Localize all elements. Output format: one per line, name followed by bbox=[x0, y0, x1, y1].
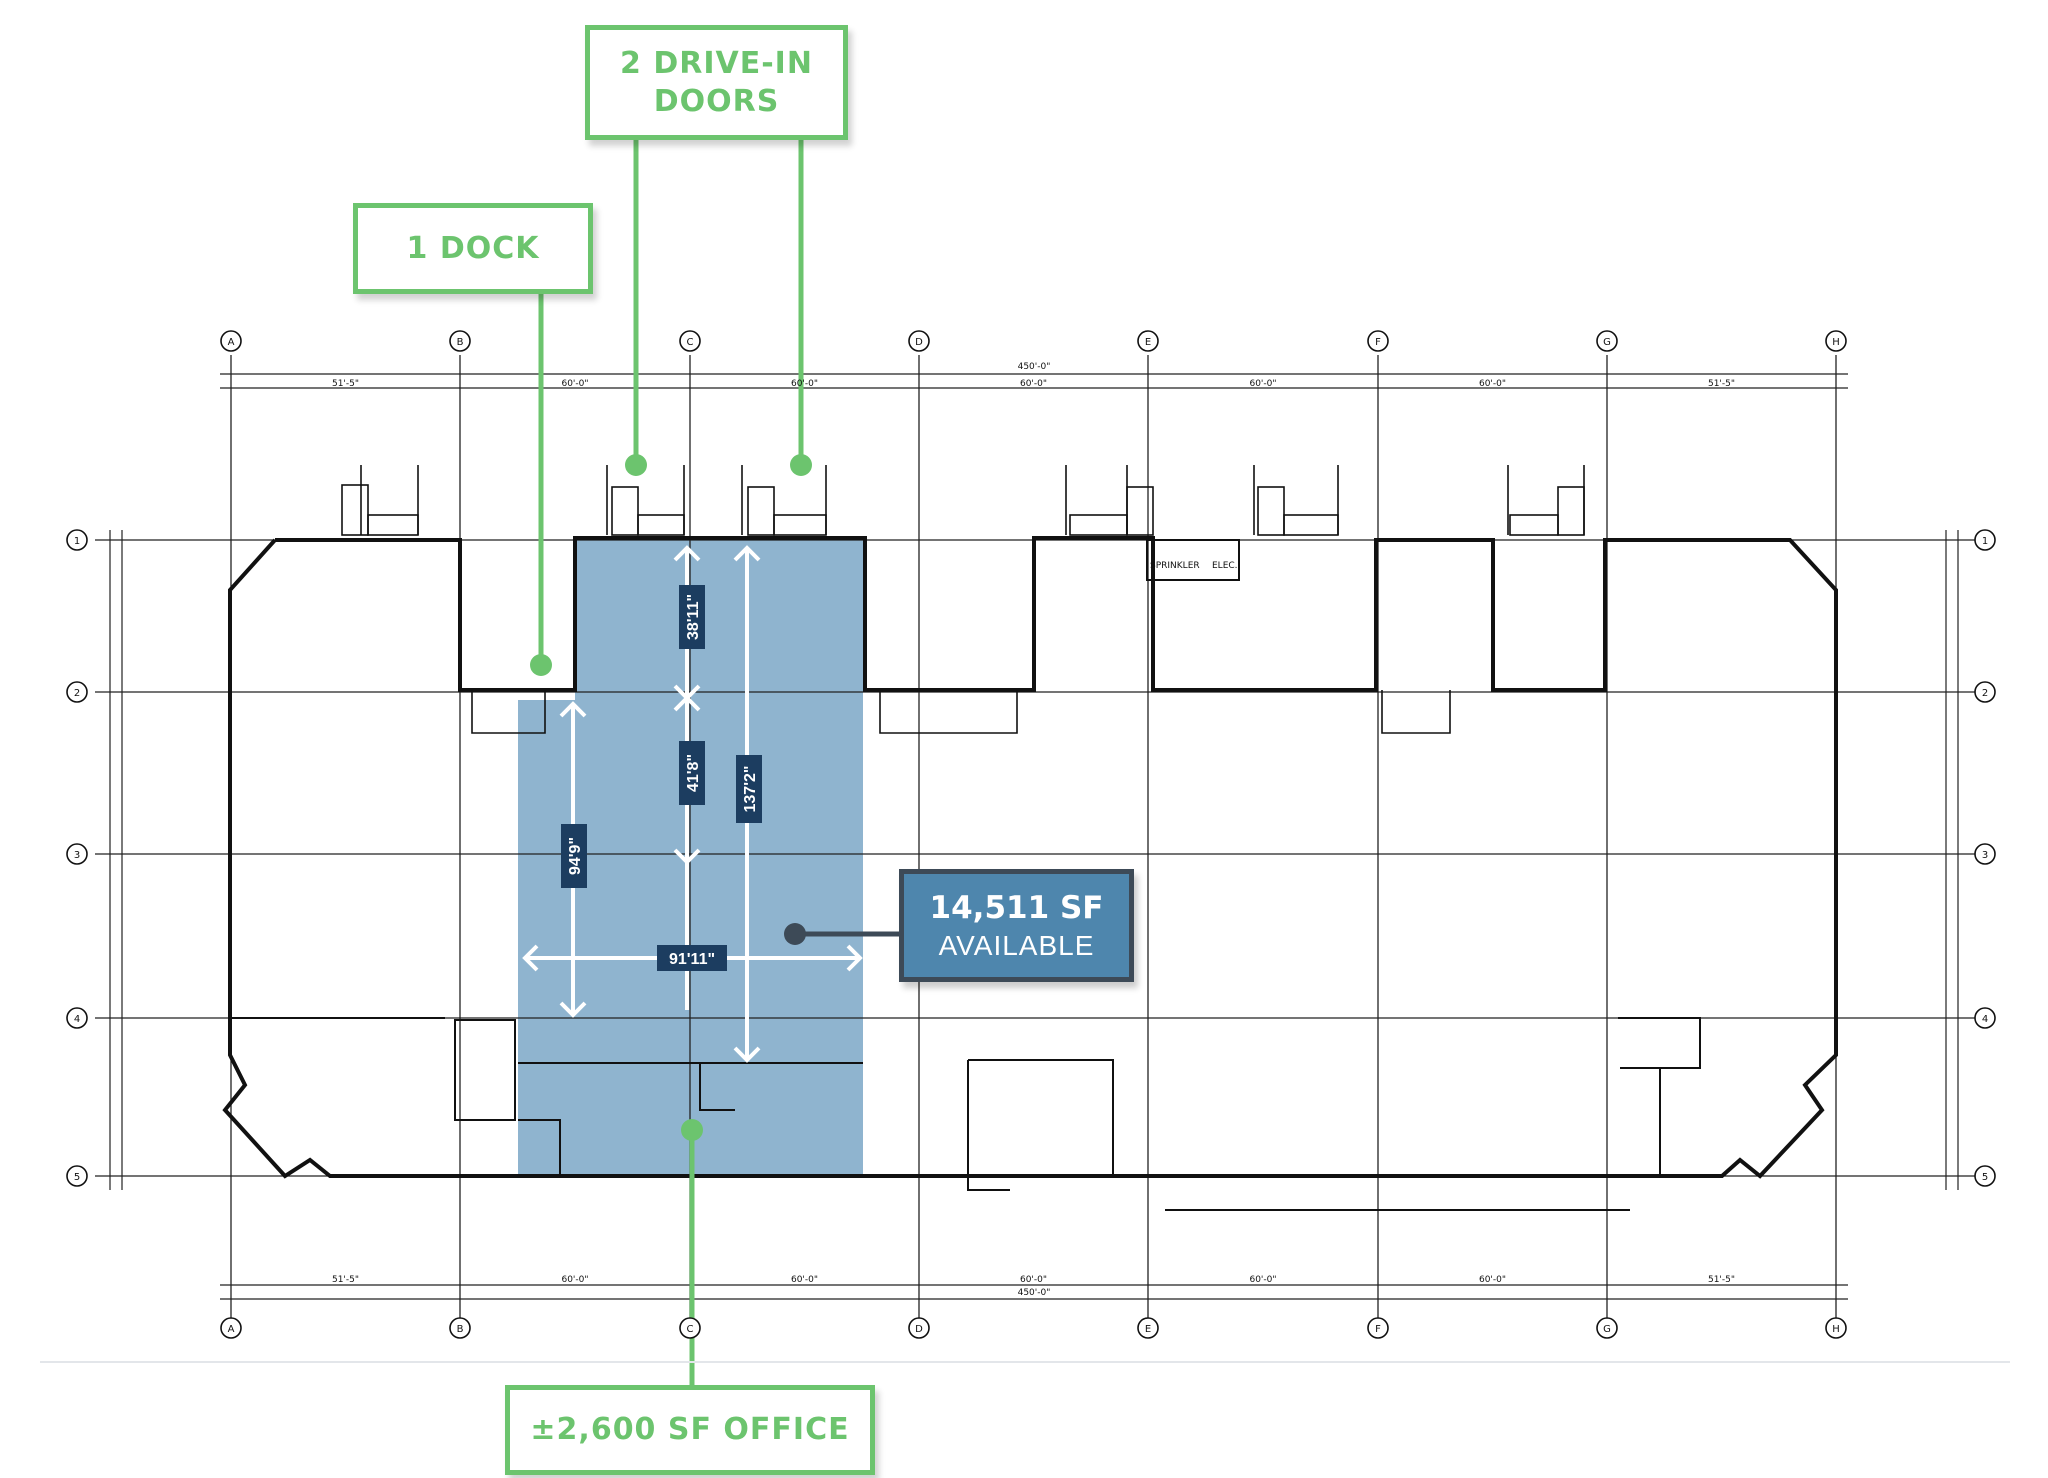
grid-bubble-left-3: 3 bbox=[66, 843, 88, 865]
svg-text:E: E bbox=[1145, 337, 1151, 348]
bottom-bay-dimension: 60'-0" bbox=[1479, 1275, 1506, 1285]
dim-badge-north: 38'11" bbox=[679, 585, 705, 649]
bottom-bay-dimension: 60'-0" bbox=[1020, 1275, 1047, 1285]
top-bay-dimension: 60'-0" bbox=[1479, 379, 1506, 389]
svg-text:C: C bbox=[687, 1324, 694, 1335]
grid-bubble-bottom-D: D bbox=[908, 1317, 930, 1339]
bottom-bay-dimension: 60'-0" bbox=[1249, 1275, 1276, 1285]
svg-text:2: 2 bbox=[74, 688, 80, 699]
grid-bubble-right-1: 1 bbox=[1974, 529, 1996, 551]
svg-text:B: B bbox=[457, 1324, 464, 1335]
grid-bubble-left-1: 1 bbox=[66, 529, 88, 551]
grid-bubble-bottom-B: B bbox=[449, 1317, 471, 1339]
svg-text:41'8": 41'8" bbox=[685, 754, 702, 792]
svg-text:4: 4 bbox=[74, 1014, 80, 1025]
grid-bubble-top-B: B bbox=[449, 330, 471, 352]
svg-text:5: 5 bbox=[74, 1172, 80, 1183]
available-leader bbox=[784, 923, 900, 945]
grid-bubble-top-E: E bbox=[1137, 330, 1159, 352]
elec-room-label: ELEC. bbox=[1212, 561, 1238, 571]
grid-bubble-top-H: H bbox=[1825, 330, 1847, 352]
grid-bubble-bottom-A: A bbox=[220, 1317, 242, 1339]
overall-dimension-bottom: 450'-0" bbox=[1018, 1288, 1051, 1298]
dim-badge-mid: 41'8" bbox=[679, 741, 705, 805]
top-bay-dimension: 60'-0" bbox=[561, 379, 588, 389]
svg-text:137'2": 137'2" bbox=[742, 766, 759, 813]
svg-text:B: B bbox=[457, 337, 464, 348]
top-bay-dimension: 51'-5" bbox=[332, 379, 359, 389]
drive-in-doors-callout: 2 DRIVE-IN DOORS bbox=[585, 25, 848, 140]
dock-text: 1 DOCK bbox=[406, 230, 540, 266]
grid-bubble-left-4: 4 bbox=[66, 1007, 88, 1029]
bottom-bay-dimension: 60'-0" bbox=[561, 1275, 588, 1285]
svg-text:G: G bbox=[1603, 337, 1611, 348]
dim-badge-width: 91'11" bbox=[657, 945, 727, 971]
grid-bubble-left-2: 2 bbox=[66, 681, 88, 703]
interior-offices bbox=[230, 539, 1701, 1211]
grid-bubble-top-A: A bbox=[220, 330, 242, 352]
leader-lines bbox=[538, 138, 804, 1387]
leader-dots bbox=[530, 454, 812, 1141]
grid-bubble-left-5: 5 bbox=[66, 1165, 88, 1187]
dock-callout: 1 DOCK bbox=[353, 203, 593, 294]
office-callout: ±2,600 SF OFFICE bbox=[505, 1385, 875, 1475]
svg-text:D: D bbox=[915, 1324, 923, 1335]
svg-text:H: H bbox=[1832, 337, 1840, 348]
grid-bubbles: A A B B C C D D E E F F G G H H 1 1 2 2 3 3 4 4 5 5 bbox=[66, 330, 1996, 1339]
grid-bubble-bottom-H: H bbox=[1825, 1317, 1847, 1339]
svg-text:91'11": 91'11" bbox=[669, 951, 715, 968]
svg-text:F: F bbox=[1375, 1324, 1381, 1335]
grid-bubble-right-2: 2 bbox=[1974, 681, 1996, 703]
svg-text:3: 3 bbox=[1982, 850, 1988, 861]
dimension-lines bbox=[109, 373, 1959, 1300]
bottom-bay-dimension: 51'-5" bbox=[332, 1275, 359, 1285]
svg-text:3: 3 bbox=[74, 850, 80, 861]
grid-dimension-text: 450'-0" 450'-0" 51'-5" 60'-0" 60'-0" 60'-0" 60… bbox=[332, 362, 1735, 1298]
grid-bubble-right-3: 3 bbox=[1974, 843, 1996, 865]
grid-bubble-bottom-F: F bbox=[1367, 1317, 1389, 1339]
drive-in-doors-text: 2 DRIVE-IN DOORS bbox=[620, 46, 813, 119]
svg-text:F: F bbox=[1375, 337, 1381, 348]
svg-text:E: E bbox=[1145, 1324, 1151, 1335]
office-text: ±2,600 SF OFFICE bbox=[530, 1412, 850, 1448]
bottom-bay-dimension: 60'-0" bbox=[791, 1275, 818, 1285]
svg-text:2: 2 bbox=[1982, 688, 1988, 699]
svg-text:5: 5 bbox=[1982, 1172, 1988, 1183]
dim-badge-west: 94'9" bbox=[561, 824, 587, 888]
top-bay-dimension: 60'-0" bbox=[1249, 379, 1276, 389]
overall-dimension-top: 450'-0" bbox=[1018, 362, 1051, 372]
grid-bubble-top-G: G bbox=[1596, 330, 1618, 352]
bottom-bay-dimension: 51'-5" bbox=[1708, 1275, 1735, 1285]
grid-bubble-right-5: 5 bbox=[1974, 1165, 1996, 1187]
grid-bubble-top-F: F bbox=[1367, 330, 1389, 352]
sprinkler-room-label: SPRINKLER bbox=[1150, 561, 1200, 571]
svg-text:A: A bbox=[228, 1324, 235, 1335]
dim-badge-total: 137'2" bbox=[736, 755, 762, 823]
svg-text:94'9": 94'9" bbox=[567, 837, 584, 875]
svg-text:G: G bbox=[1603, 1324, 1611, 1335]
available-label: AVAILABLE bbox=[938, 930, 1095, 961]
top-bay-dimension: 51'-5" bbox=[1708, 379, 1735, 389]
svg-text:38'11": 38'11" bbox=[685, 594, 702, 640]
svg-text:D: D bbox=[915, 337, 923, 348]
grid-bubble-bottom-G: G bbox=[1596, 1317, 1618, 1339]
dock-doors bbox=[341, 465, 1585, 734]
svg-text:C: C bbox=[687, 337, 694, 348]
top-bay-dimension: 60'-0" bbox=[791, 379, 818, 389]
grid-bubble-top-D: D bbox=[908, 330, 930, 352]
available-badge: 14,511 SF AVAILABLE bbox=[899, 869, 1134, 982]
grid-bubble-bottom-C: C bbox=[679, 1317, 701, 1339]
building-outline bbox=[222, 536, 1838, 1179]
svg-text:A: A bbox=[228, 337, 235, 348]
available-area: 14,511 SF bbox=[929, 890, 1104, 926]
svg-text:1: 1 bbox=[1982, 536, 1988, 547]
grid-bubble-right-4: 4 bbox=[1974, 1007, 1996, 1029]
svg-text:1: 1 bbox=[74, 536, 80, 547]
svg-text:4: 4 bbox=[1982, 1014, 1988, 1025]
grid-bubble-bottom-E: E bbox=[1137, 1317, 1159, 1339]
grid-bubble-top-C: C bbox=[679, 330, 701, 352]
svg-text:H: H bbox=[1832, 1324, 1840, 1335]
top-bay-dimension: 60'-0" bbox=[1020, 379, 1047, 389]
